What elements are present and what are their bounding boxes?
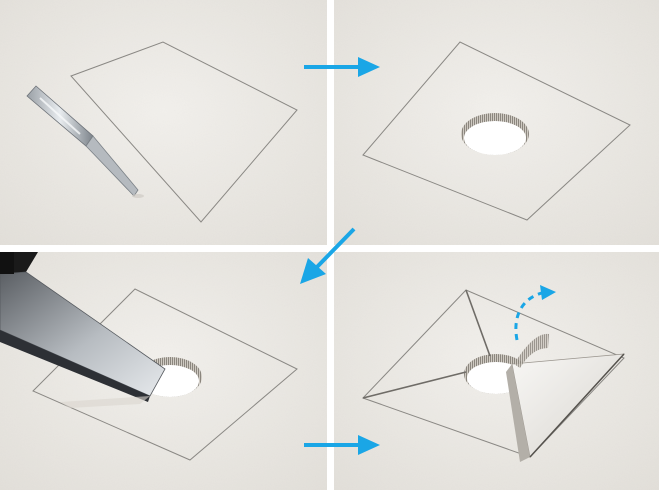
arrow-right-icon bbox=[300, 434, 382, 456]
step-4-panel bbox=[334, 252, 659, 490]
step-3-panel bbox=[0, 252, 327, 490]
arrow-right-icon bbox=[300, 56, 382, 78]
step-2-panel bbox=[334, 0, 659, 245]
hole bbox=[461, 113, 529, 155]
arrow-down-left-icon bbox=[298, 224, 360, 286]
step-1-panel bbox=[0, 0, 327, 245]
